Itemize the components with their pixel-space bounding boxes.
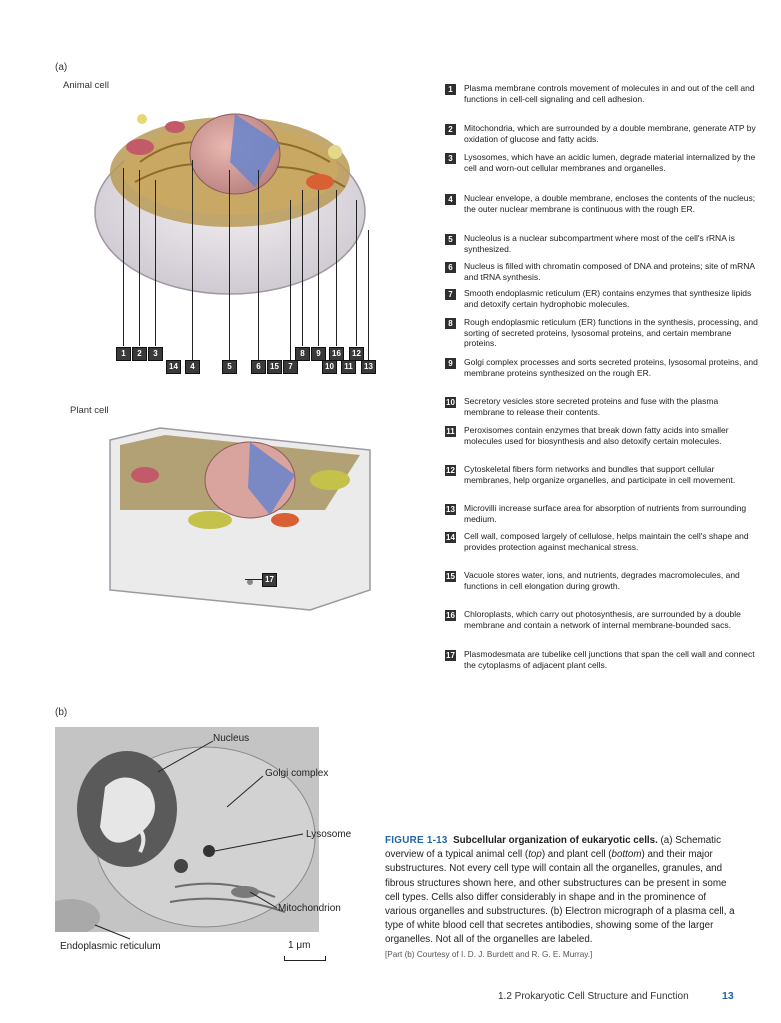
legend-text: Nuclear envelope, a double membrane, enc…: [464, 193, 756, 214]
caption-text: ) and their major substructures. Not eve…: [385, 849, 735, 946]
figure-caption: FIGURE 1-13 Subcellular organization of …: [385, 834, 735, 961]
mitochondrion-label: Mitochondrion: [278, 903, 341, 914]
callout-badge: 17: [262, 573, 277, 587]
caption-text: ) and plant cell (: [541, 849, 612, 861]
legend-number: 6: [445, 262, 456, 273]
leader-line: [318, 190, 319, 346]
callout-badge: 6: [251, 360, 266, 374]
legend-number: 16: [445, 610, 456, 621]
figure-title: Subcellular organization of eukaryotic c…: [453, 835, 658, 846]
caption-top-italic: top: [528, 849, 542, 861]
legend-text: Microvilli increase surface area for abs…: [464, 503, 747, 524]
legend-number: 5: [445, 234, 456, 245]
legend-text: Cytoskeletal fibers form networks and bu…: [464, 464, 736, 485]
callout-badge: 4: [185, 360, 200, 374]
legend-text: Plasmodesmata are tubelike cell junction…: [464, 649, 755, 670]
er-label: Endoplasmic reticulum: [60, 941, 161, 952]
callout-badge: 16: [329, 347, 344, 361]
legend-text: Nucleolus is a nuclear subcompartment wh…: [464, 233, 735, 254]
micrograph-image: [55, 727, 319, 932]
scale-bar-label: 1 μm: [288, 940, 311, 951]
lysosome-label: Lysosome: [306, 829, 352, 840]
legend-text: Secretory vesicles store secreted protei…: [464, 396, 719, 417]
running-footer: 1.2 Prokaryotic Cell Structure and Funct…: [498, 991, 689, 1002]
legend-text: Vacuole stores water, ions, and nutrient…: [464, 570, 740, 591]
legend-text: Peroxisomes contain enzymes that break d…: [464, 425, 729, 446]
leader-line: [192, 160, 193, 360]
animal-cell-label: Animal cell: [63, 80, 109, 91]
leader-line: [139, 170, 140, 346]
leader-line: [302, 190, 303, 346]
legend-number: 15: [445, 571, 456, 582]
panel-a-label: (a): [55, 62, 68, 73]
leader-line: [245, 579, 263, 580]
legend-number: 7: [445, 289, 456, 300]
callout-badge: 9: [311, 347, 326, 361]
callout-badge: 15: [267, 360, 282, 374]
legend-number: 1: [445, 84, 456, 95]
legend-text: Mitochondria, which are surrounded by a …: [464, 123, 756, 144]
caption-text: (a) Schematic overview of a typical anim…: [385, 835, 721, 861]
callout-badge: 2: [132, 347, 147, 361]
leader-line: [229, 170, 230, 360]
callout-badge: 10: [322, 360, 337, 374]
leader-line: [123, 168, 124, 346]
electron-micrograph: [55, 727, 319, 932]
legend-text: Lysosomes, which have an acidic lumen, d…: [464, 152, 756, 173]
plant-cell-illustration: [109, 427, 371, 611]
legend-number: 2: [445, 124, 456, 135]
legend-number: 14: [445, 532, 456, 543]
leader-line: [290, 200, 291, 360]
legend-text: Nucleus is filled with chromatin compose…: [464, 261, 755, 282]
legend-text: Rough endoplasmic reticulum (ER) functio…: [464, 317, 758, 349]
caption-credit: [Part (b) Courtesy of I. D. J. Burdett a…: [385, 949, 593, 959]
legend-number: 11: [445, 426, 456, 437]
legend-number: 8: [445, 318, 456, 329]
leader-line: [368, 230, 369, 360]
leader-line: [155, 180, 156, 346]
leader-line: [336, 190, 337, 346]
callout-badge: 14: [166, 360, 181, 374]
legend-number: 3: [445, 153, 456, 164]
legend-text: Smooth endoplasmic reticulum (ER) contai…: [464, 288, 752, 309]
callout-badge: 8: [295, 347, 310, 361]
micrograph-leaders: [94, 740, 304, 940]
legend-number: 9: [445, 358, 456, 369]
legend-text: Chloroplasts, which carry out photosynth…: [464, 609, 741, 630]
callout-badge: 11: [341, 360, 356, 374]
legend-number: 4: [445, 194, 456, 205]
callout-badge: 13: [361, 360, 376, 374]
legend-text: Plasma membrane controls movement of mol…: [464, 83, 755, 104]
legend-number: 10: [445, 397, 456, 408]
callout-badge: 3: [148, 347, 163, 361]
nucleus-label: Nucleus: [213, 733, 250, 744]
caption-bottom-italic: bottom: [611, 849, 642, 861]
figure-number: FIGURE 1-13: [385, 835, 448, 846]
page-number: 13: [722, 990, 734, 1002]
leader-line: [258, 170, 259, 360]
animal-cell-illustration: [94, 113, 366, 295]
legend-number: 17: [445, 650, 456, 661]
legend-number: 12: [445, 465, 456, 476]
legend-text: Golgi complex processes and sorts secret…: [464, 357, 758, 378]
plant-cell-label: Plant cell: [70, 405, 109, 416]
leader-line: [356, 200, 357, 346]
callout-badge: 1: [116, 347, 131, 361]
scale-bar: [284, 956, 326, 961]
callout-badge: 12: [349, 347, 364, 361]
legend-text: Cell wall, composed largely of cellulose…: [464, 531, 749, 552]
panel-b-label: (b): [55, 707, 68, 718]
callout-badge: 7: [283, 360, 298, 374]
golgi-label: Golgi complex: [265, 768, 329, 779]
legend-number: 13: [445, 504, 456, 515]
callout-badge: 5: [222, 360, 237, 374]
